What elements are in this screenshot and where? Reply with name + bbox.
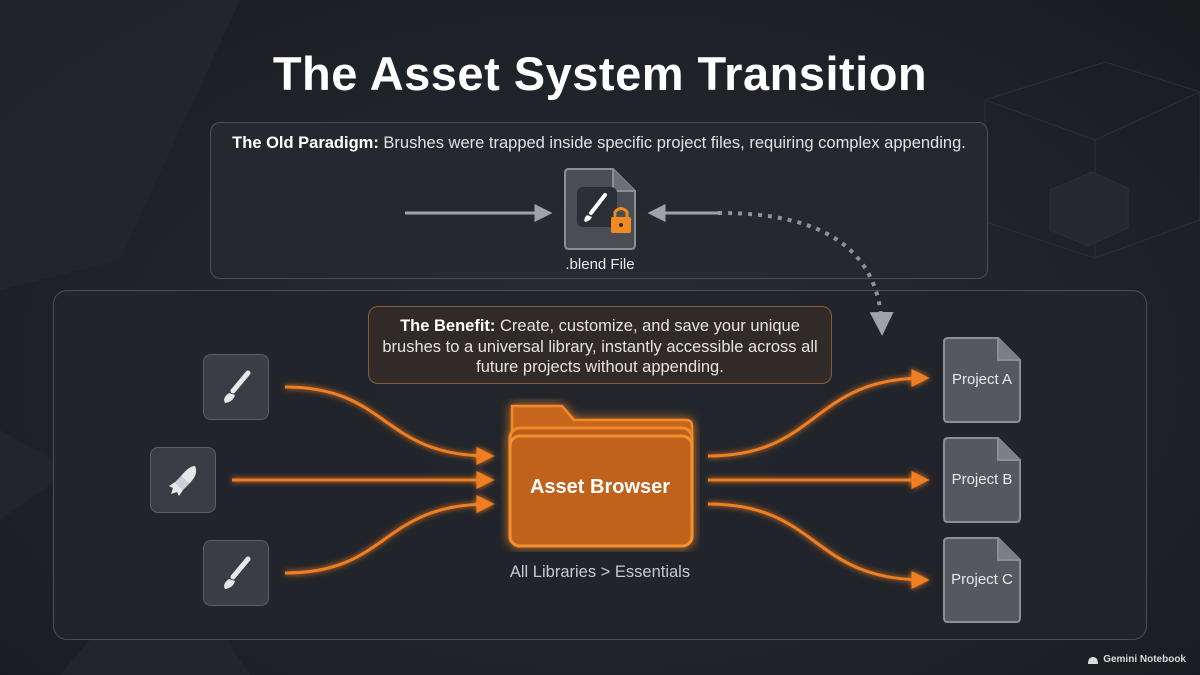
brush-tile (203, 540, 269, 606)
project-b-label: Project B (951, 471, 1013, 488)
benefit-heading: The Benefit: (400, 317, 496, 335)
project-file-icon (943, 337, 1021, 423)
page-title: The Asset System Transition (272, 47, 928, 100)
asset-browser-label: Asset Browser (529, 476, 671, 498)
project-a-label: Project A (951, 371, 1013, 388)
footer-label: Gemini Notebook (1103, 654, 1186, 665)
old-paradigm-heading: The Old Paradigm: (232, 134, 379, 152)
folder-icon (508, 404, 694, 548)
old-paradigm-panel: The Old Paradigm: Brushes were trapped i… (210, 122, 988, 279)
footer-brand: Gemini Notebook (1087, 654, 1186, 665)
locked-brush-file-icon (564, 168, 636, 250)
paint-brush-icon (224, 370, 251, 403)
benefit-text: Create, customize, and save your unique … (382, 317, 818, 376)
old-paradigm-caption: The Old Paradigm: Brushes were trapped i… (211, 134, 987, 153)
old-paradigm-text: Brushes were trapped inside specific pro… (378, 134, 966, 152)
notebook-logo-icon (1088, 656, 1099, 664)
project-file-icon (943, 537, 1021, 623)
project-c-label: Project C (951, 571, 1013, 588)
brush-tile (203, 354, 269, 420)
library-path: All Libraries > Essentials (509, 563, 691, 581)
flow-in-top (284, 385, 495, 465)
rocket-brush-icon (169, 466, 197, 496)
brush-tile (150, 447, 216, 513)
flow-out-bottom (707, 502, 930, 589)
project-file-icon (943, 437, 1021, 523)
old-dotted-arrow (717, 210, 894, 336)
blend-file-label: .blend File (565, 256, 635, 273)
paint-brush-icon (224, 556, 251, 589)
benefit-callout: The Benefit: Create, customize, and save… (368, 306, 832, 384)
flow-out-top (707, 369, 930, 458)
flow-in-bottom (284, 495, 495, 575)
